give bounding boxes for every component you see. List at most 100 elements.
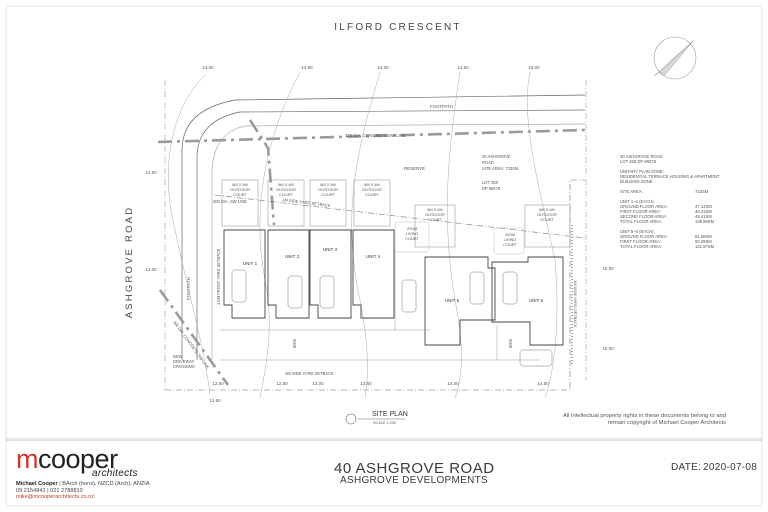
driveway-label: NEW: [173, 354, 183, 359]
site-plan-heading: SITE PLAN: [372, 411, 408, 418]
site-plan-scale: SCALE 1:200: [373, 421, 396, 425]
court-label: COURT: [428, 217, 442, 222]
contour-label-left: 12.00: [145, 267, 157, 272]
dim-right-label: 8000: [508, 338, 513, 348]
site-info-line: GROUND FLOOR AREA:: [620, 204, 668, 209]
court-label: 8M X 4M: [232, 182, 248, 187]
site-info-line: FIRST FLOOR AREA:: [620, 239, 661, 244]
contour-label-bottom: 12.50: [276, 381, 288, 386]
driveway-label: CROSSING: [173, 364, 195, 369]
footpath-label: FOOTPATH: [430, 104, 453, 109]
site-info-line: UNIT 1~4 (EACH):: [620, 199, 655, 204]
unit-label: UNIT 4: [366, 254, 381, 259]
site-info-line: RESIDENTIAL TERRACE HOUSING & APARTMENT: [620, 174, 720, 179]
lot-ref-line: DP 96578: [482, 186, 501, 191]
unit-label: UNIT 1: [243, 261, 258, 266]
court-label: 8M X 4M: [427, 207, 443, 212]
street-name-top: ILFORD CRESCENT: [334, 22, 461, 33]
road-edge-outer: [181, 94, 586, 360]
court-label: COURT: [365, 192, 379, 197]
unit-label: UNIT 5: [445, 298, 460, 303]
right-edge-label: 1M SIDE YARD SETBACK: [573, 280, 578, 328]
contour-label-bottom: 13.50: [360, 381, 372, 386]
contour-label-bottom: 12.50: [212, 381, 224, 386]
contour-lines: [168, 71, 558, 399]
court-label: OUTDOOR: [537, 212, 557, 217]
site-info-line: LOT 458 DP 96578: [620, 159, 657, 164]
adjacent-lot-line: ROAD: [482, 160, 494, 165]
site-info-line: SITE AREA:: [620, 189, 643, 194]
site-info-line: TOTAL FLOOR AREA:: [620, 219, 662, 224]
side-setback-top-label: 1M SIDE YARD SETBACK: [282, 197, 331, 208]
court-label: COURT: [321, 192, 335, 197]
living-court-label: COURT: [405, 236, 419, 241]
street-name-left: ASHGROVE ROAD: [124, 206, 135, 319]
court-label: OUTDOOR: [230, 187, 250, 192]
contour-label-top: 14.50: [457, 65, 469, 70]
project-title: 40 ASHGROVE ROAD: [334, 460, 495, 477]
contour-label-top: 13.50: [301, 65, 313, 70]
site-info-value: 60.29SM: [695, 239, 712, 244]
site-info-value: 139.96SM: [695, 219, 715, 224]
court-label: OUTDOOR: [425, 212, 445, 217]
living-court-label: LIVING: [504, 237, 517, 242]
units-1-4-footprints: [223, 229, 395, 319]
adjacent-lot-line: 40 ASHGROVE: [482, 154, 511, 159]
road-edge-inner: [196, 109, 586, 360]
dim-left-label: 8000: [292, 338, 297, 348]
front-setback-label: 1.5M FRONT YARD SETBACK: [216, 248, 221, 305]
site-info-line: SECOND FLOOR AREA:: [620, 214, 667, 219]
court-label: COURT: [233, 192, 247, 197]
living-court-outlines: [394, 221, 525, 255]
logo-subtitle: architects: [92, 468, 138, 479]
court-label: COURT: [540, 217, 554, 222]
site-info-value: 46.41SM: [695, 214, 712, 219]
contour-label-bottom: 14.00: [447, 381, 459, 386]
sw-line-top: [157, 128, 586, 144]
contact-phone: 09 2154841 | 021 2788810: [16, 487, 83, 494]
contour-label-top: 14.00: [377, 65, 389, 70]
living-court-label: 20SM: [505, 232, 515, 237]
contour-label-left: 12.50: [145, 170, 157, 175]
sheet-border: [5, 5, 763, 507]
court-label: COURT: [279, 192, 293, 197]
driveway: [220, 250, 540, 361]
client-name: ASHGROVE DEVELOPMENTS: [340, 475, 488, 486]
site-info-value: 46.41SM: [695, 209, 712, 214]
contour-label-right: 15.00: [602, 346, 614, 351]
logo-text-rest: cooper: [38, 444, 118, 474]
site-info-line: FIRST FLOOR AREA:: [620, 209, 661, 214]
reserve-label: RESERVE: [404, 166, 425, 171]
court-label: 8M X 4M: [364, 182, 380, 187]
court-label: OUTDOOR: [276, 187, 296, 192]
sw-line-label: 375 DIA. CONCRETE SW LINE: [345, 133, 406, 138]
site-info-block: 40 ASHGROVE ROAD LOT 458 DP 96578 UNITAR…: [620, 154, 720, 249]
site-info-line: GROUND FLOOR AREA:: [620, 234, 668, 239]
contour-label-top: 15.00: [528, 65, 540, 70]
contour-label-top: 13.00: [202, 65, 214, 70]
contact-email: mike@mcooperarchitects.co.nz: [16, 494, 95, 501]
site-info-line: BUILDING ZONE: [620, 179, 653, 184]
unit-label: UNIT 3: [323, 247, 338, 252]
court-label: OUTDOOR: [318, 187, 338, 192]
site-plan-title: SITE PLAN SCALE 1:200: [345, 411, 408, 425]
rear-boundary: [214, 194, 586, 239]
company-logo: mmcoopercooper: [16, 444, 118, 474]
living-court-label: COURT: [503, 242, 517, 247]
site-info-line: UNIT 5~6 (EACH):: [620, 229, 655, 234]
site-info-value: 61.58SM: [695, 234, 712, 239]
living-court-label: LIVING: [406, 231, 419, 236]
court-label: OUTDOOR: [362, 187, 382, 192]
site-info-value: 121.87SM: [695, 244, 715, 249]
court-label: 8M X 4M: [278, 182, 294, 187]
contact-quals: | BArch (hons), NZCD (Arch), ANZIA: [57, 481, 150, 487]
contour-label-bottom: 13.00: [312, 381, 324, 386]
site-boundary: [165, 179, 585, 391]
court-label: 8M X 4M: [320, 182, 336, 187]
site-info-value: 47.14SM: [695, 204, 712, 209]
ip-notice: All Intellectual property rights in thes…: [562, 413, 726, 426]
date-label: DATE:: [671, 462, 702, 473]
unit-label: UNIT 6: [529, 298, 544, 303]
